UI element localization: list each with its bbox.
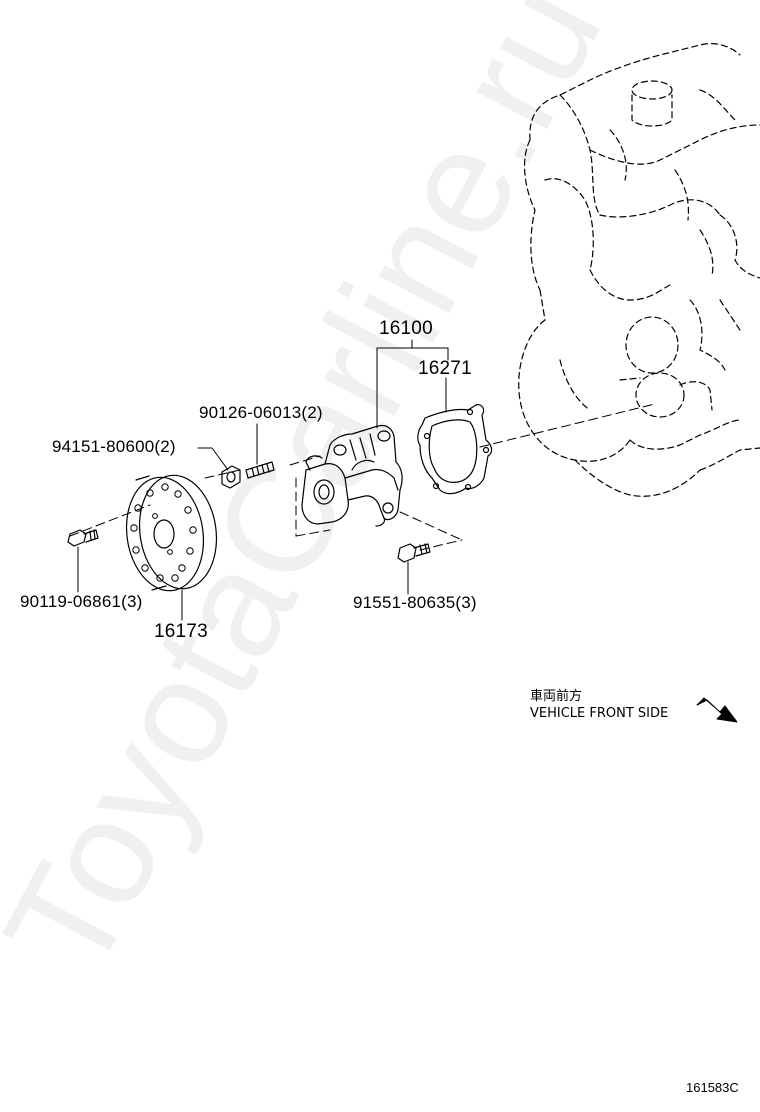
label-90126[interactable]: 90126-06013(2) bbox=[199, 403, 323, 422]
bolt-90119 bbox=[67, 529, 99, 547]
label-16173[interactable]: 16173 bbox=[154, 621, 208, 642]
direction-note-japanese: 車両前方 bbox=[530, 689, 583, 704]
assembly-axis-lines bbox=[69, 403, 656, 551]
arrow-down-right-icon bbox=[696, 697, 738, 723]
direction-note-english: VEHICLE FRONT SIDE bbox=[530, 706, 669, 721]
pulley-16173 bbox=[125, 474, 218, 592]
bolt-91551 bbox=[397, 543, 431, 563]
leader-lines bbox=[77, 339, 449, 621]
water-pump-16100 bbox=[301, 424, 403, 527]
label-94151[interactable]: 94151-80600(2) bbox=[52, 437, 176, 456]
label-16100[interactable]: 16100 bbox=[379, 318, 433, 339]
engine-block-outline bbox=[518, 43, 760, 497]
gasket-16271 bbox=[417, 404, 493, 495]
label-91551[interactable]: 91551-80635(3) bbox=[353, 593, 477, 612]
stud-90126 bbox=[245, 461, 275, 479]
label-90119[interactable]: 90119-06861(3) bbox=[20, 592, 143, 611]
diagram-code: 161583C bbox=[686, 1080, 739, 1095]
nut-94151 bbox=[221, 465, 241, 489]
label-16271[interactable]: 16271 bbox=[418, 358, 472, 379]
